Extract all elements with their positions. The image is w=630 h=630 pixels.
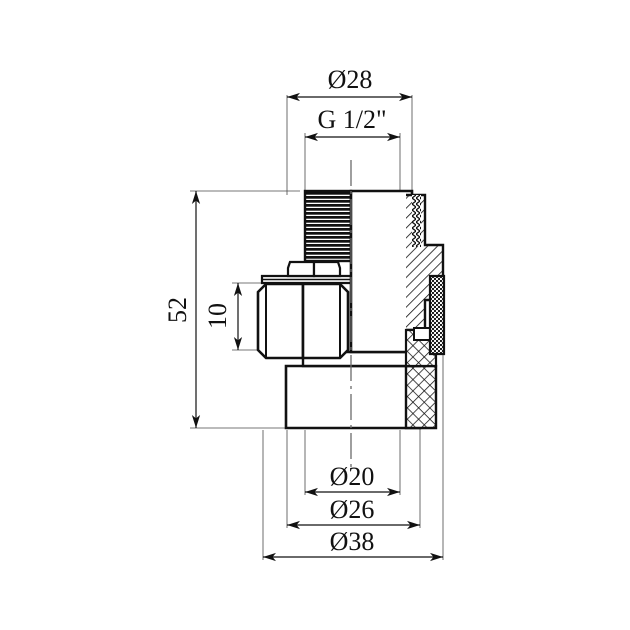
socket-crosshatch-wall xyxy=(406,366,436,428)
dim-label-d20: Ø20 xyxy=(330,462,375,491)
stippled-seal-band xyxy=(430,276,444,354)
central-body xyxy=(349,189,414,354)
dimension-lines xyxy=(191,92,443,562)
male-thread-fill xyxy=(305,191,351,261)
thread-shank-left xyxy=(286,260,316,278)
body-step-outline xyxy=(406,193,445,332)
dim-label-d38: Ø38 xyxy=(330,527,375,556)
right-thread-profile xyxy=(412,195,421,247)
hex-nut-right-profile xyxy=(301,282,350,360)
socket-body-outline xyxy=(284,364,422,430)
thread-shank-right xyxy=(312,260,342,278)
hex-nut-left-profile xyxy=(256,282,305,360)
part-geometry xyxy=(190,95,446,560)
dim-label-d28: Ø28 xyxy=(328,65,373,94)
dim-label-thread: G 1/2" xyxy=(317,105,386,134)
dim-label-10: 10 xyxy=(203,303,232,329)
dim-label-d26: Ø26 xyxy=(330,495,375,524)
seal-band-outline xyxy=(428,274,446,356)
dim-label-52: 52 xyxy=(163,297,192,323)
